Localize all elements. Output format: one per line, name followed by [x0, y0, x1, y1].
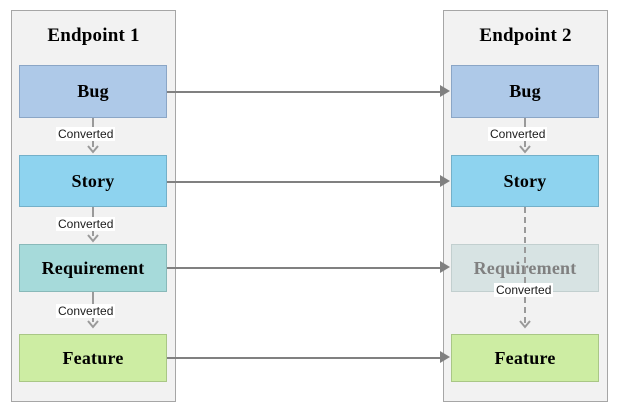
- edge-label-e1-req-feature: Converted: [56, 304, 116, 318]
- node-label: Requirement: [41, 257, 145, 278]
- connector-e2-story-feature: [524, 207, 526, 323]
- connector-e2-bug-story-arrow-icon: [519, 145, 531, 154]
- node-label: Feature: [62, 347, 124, 368]
- node-endpoint-2-bug[interactable]: Bug: [451, 65, 599, 118]
- mapping-arrow-bug-line: [167, 91, 441, 93]
- node-label: Story: [503, 170, 547, 191]
- node-endpoint-1-bug[interactable]: Bug: [19, 65, 167, 118]
- node-endpoint-2-story[interactable]: Story: [451, 155, 599, 207]
- connector-e1-story-req-arrow-icon: [87, 234, 99, 243]
- node-endpoint-1-requirement[interactable]: Requirement: [19, 244, 167, 292]
- node-endpoint-1-story[interactable]: Story: [19, 155, 167, 207]
- node-label: Feature: [494, 347, 556, 368]
- panel-endpoint-1-title: Endpoint 1: [47, 25, 140, 46]
- edge-label-e2-story-feature: Converted: [494, 283, 554, 297]
- connector-e1-bug-story-arrow-icon: [87, 145, 99, 154]
- edge-label-e1-bug-story: Converted: [56, 127, 116, 141]
- node-label: Story: [71, 170, 115, 191]
- mapping-arrow-story-head-icon: [440, 175, 451, 187]
- connector-e2-story-feature-arrow-icon: [519, 320, 531, 329]
- node-endpoint-1-feature[interactable]: Feature: [19, 334, 167, 382]
- connector-e1-req-feature-arrow-icon: [87, 320, 99, 329]
- mapping-arrow-feature-line: [167, 357, 441, 359]
- edge-label-e2-bug-story: Converted: [488, 127, 548, 141]
- mapping-arrow-requirement-head-icon: [440, 261, 451, 273]
- node-label: Bug: [77, 81, 109, 101]
- node-endpoint-2-feature[interactable]: Feature: [451, 334, 599, 382]
- mapping-arrow-story-line: [167, 181, 441, 183]
- node-label: Bug: [509, 81, 541, 101]
- panel-endpoint-2-title: Endpoint 2: [479, 25, 572, 46]
- mapping-arrow-feature-head-icon: [440, 351, 451, 363]
- edge-label-e1-story-req: Converted: [56, 217, 116, 231]
- mapping-arrow-requirement-line: [167, 267, 441, 269]
- mapping-arrow-bug-head-icon: [440, 85, 451, 97]
